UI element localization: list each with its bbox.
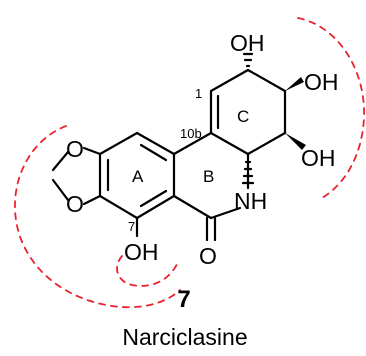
ring-c-bonds — [209, 68, 287, 156]
oh-seven-label: OH — [124, 239, 159, 265]
ring-a-bonds — [98, 131, 176, 220]
compound-name: Narciclasine — [122, 324, 247, 350]
ring-label-a: A — [132, 167, 144, 186]
dioxole-bonds — [51, 146, 102, 206]
carbonyl-o-label: O — [199, 243, 217, 269]
stereo-bonds — [241, 52, 306, 185]
ring-label-b: B — [203, 167, 214, 186]
oh-right-lower-label: OH — [301, 145, 336, 171]
ring-label-c: C — [237, 107, 249, 126]
locant-c1: 1 — [195, 86, 202, 101]
highlight-arc-right — [297, 17, 365, 199]
nh-label: NH — [234, 188, 267, 214]
oh-right-upper-label: OH — [304, 69, 339, 95]
locant-c7: 7 — [128, 219, 135, 234]
carbonyl-and-hydroxyl-bonds — [135, 216, 217, 242]
dioxole-o-upper-label: O — [66, 136, 84, 162]
compound-number: 7 — [177, 286, 190, 313]
highlight-arc-left — [14, 125, 181, 309]
oh-top-label: OH — [230, 30, 265, 56]
locant-c10b: 10b — [180, 126, 202, 141]
highlight-arc-small — [116, 255, 179, 287]
dioxole-o-lower-label: O — [66, 191, 84, 217]
